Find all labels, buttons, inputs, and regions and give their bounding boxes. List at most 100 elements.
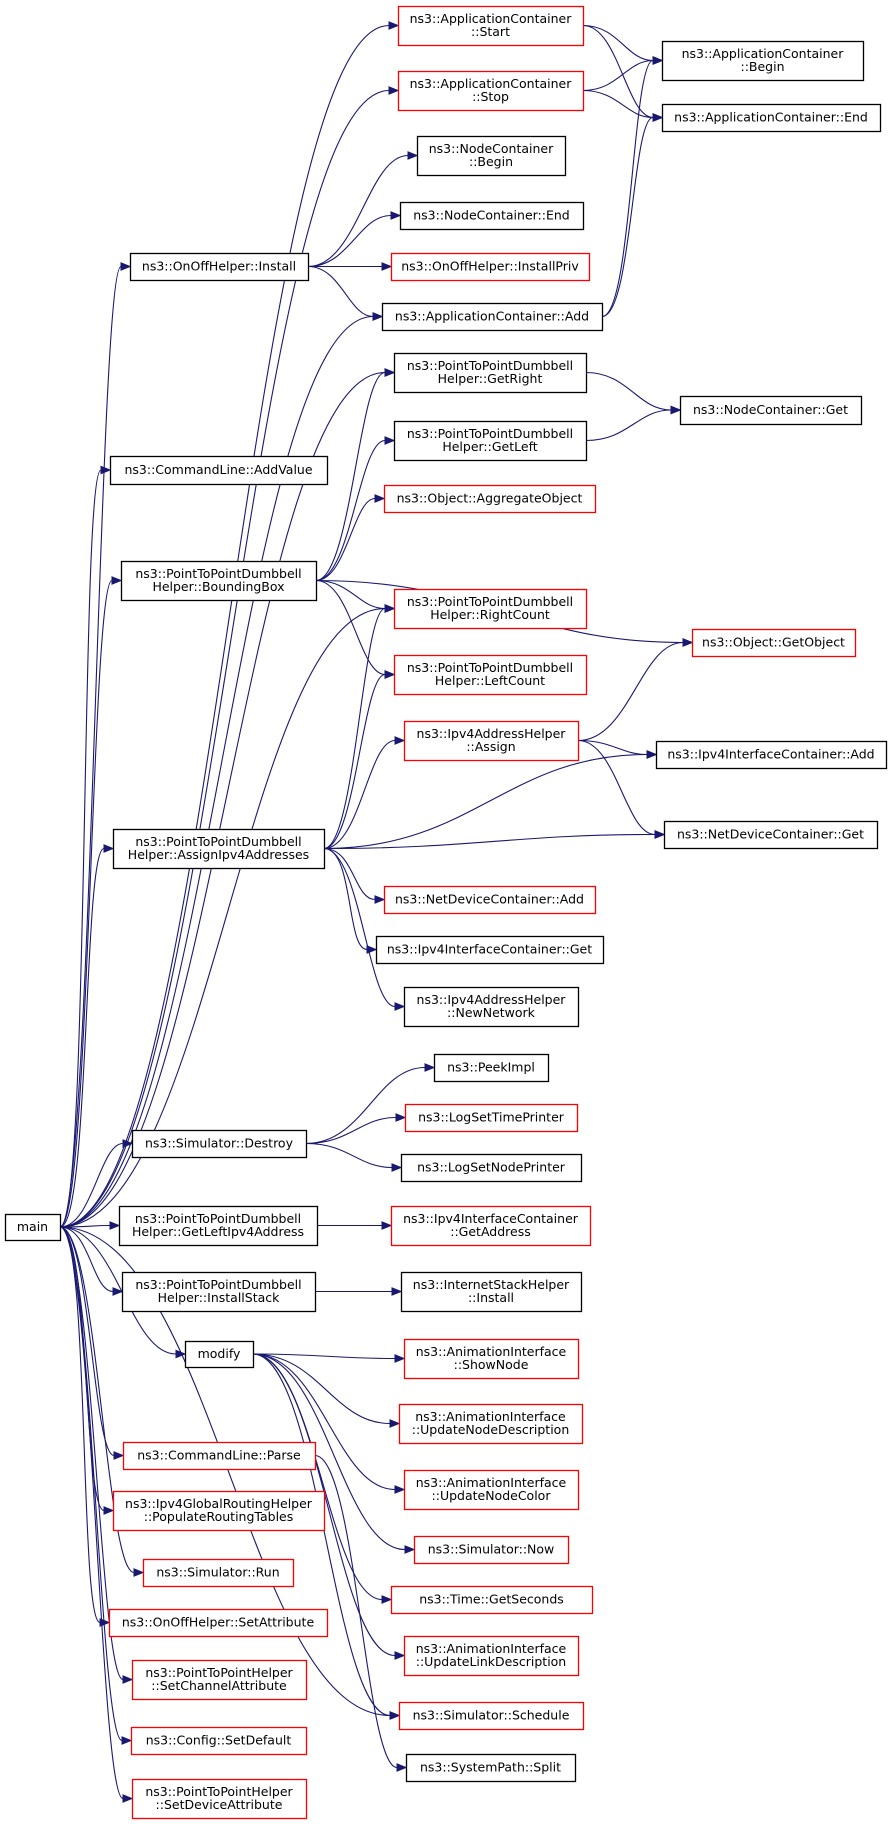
node-p2ph-setdevice[interactable]: ns3::PointToPointHelper::SetDeviceAttrib…	[131, 1778, 308, 1820]
node-box	[383, 484, 597, 514]
node-label: ns3::ApplicationContainer::End	[674, 110, 868, 125]
node-p2pd-installstack[interactable]: ns3::PointToPointDumbbellHelper::Install…	[121, 1271, 317, 1313]
node-label: ns3::InternetStackHelper	[413, 1277, 570, 1292]
arrowhead	[121, 1736, 133, 1745]
node-ai-shownode[interactable]: ns3::AnimationInterface::ShowNode	[403, 1338, 580, 1380]
node-ac-end[interactable]: ns3::ApplicationContainer::End	[661, 103, 882, 133]
node-box	[403, 986, 580, 1028]
node-label: Helper::LeftCount	[435, 673, 545, 688]
arrowhead	[133, 1568, 145, 1577]
node-label: Helper::InstallStack	[158, 1290, 281, 1305]
node-box	[413, 1535, 570, 1565]
call-edge	[59, 24, 390, 1228]
node-label: ns3::ApplicationContainer	[410, 11, 573, 26]
node-sim-destroy[interactable]: ns3::Simulator::Destroy	[131, 1129, 308, 1159]
node-ipv4ic-add[interactable]: ns3::Ipv4InterfaceContainer::Add	[655, 740, 888, 770]
node-label: Helper::GetRight	[438, 371, 543, 386]
node-ndc-get[interactable]: ns3::NetDeviceContainer::Get	[663, 820, 879, 850]
node-label: Helper::BoundingBox	[152, 579, 284, 594]
node-label: ns3::NetDeviceContainer::Get	[677, 827, 864, 842]
node-ac-begin[interactable]: ns3::ApplicationContainer::Begin	[661, 40, 865, 82]
node-box	[400, 1271, 583, 1313]
arrowhead	[374, 895, 386, 904]
arrowhead	[654, 830, 666, 839]
arrowhead	[103, 1506, 115, 1515]
node-onoff-setattr[interactable]: ns3::OnOffHelper::SetAttribute	[108, 1608, 329, 1638]
node-label: ::Begin	[740, 59, 784, 74]
node-p2pd-rightcount[interactable]: ns3::PointToPointDumbbellHelper::RightCo…	[393, 588, 588, 630]
node-p2pd-assignipv4[interactable]: ns3::PointToPointDumbbellHelper::AssignI…	[112, 828, 326, 870]
arrowhead	[372, 312, 384, 321]
node-box	[400, 1153, 583, 1183]
node-ipv4ic-getaddress[interactable]: ns3::Ipv4InterfaceContainer::GetAddress	[390, 1205, 592, 1247]
node-peekimpl[interactable]: ns3::PeekImpl	[433, 1053, 550, 1083]
node-logsetnode[interactable]: ns3::LogSetNodePrinter	[400, 1153, 583, 1183]
node-ipv4addr-newnet[interactable]: ns3::Ipv4AddressHelper::NewNetwork	[403, 986, 580, 1028]
call-edge	[307, 214, 392, 268]
node-sim-now[interactable]: ns3::Simulator::Now	[413, 1535, 570, 1565]
node-obj-aggregate[interactable]: ns3::Object::AggregateObject	[383, 484, 597, 514]
call-edge	[59, 1226, 115, 1457]
node-ac-add[interactable]: ns3::ApplicationContainer::Add	[381, 302, 604, 332]
node-label: ::Begin	[469, 154, 513, 169]
node-nc-get[interactable]: ns3::NodeContainer::Get	[679, 395, 863, 426]
call-edge	[577, 641, 684, 742]
call-edge	[577, 739, 648, 756]
node-sim-schedule[interactable]: ns3::Simulator::Schedule	[398, 1701, 585, 1731]
node-ipv4grh-populate[interactable]: ns3::Ipv4GlobalRoutingHelper::PopulateRo…	[112, 1490, 326, 1532]
node-box	[390, 1205, 592, 1247]
node-onoff-install[interactable]: ns3::OnOffHelper::Install	[129, 252, 310, 282]
call-edge	[59, 607, 386, 1228]
node-p2pd-leftcount[interactable]: ns3::PointToPointDumbbellHelper::LeftCou…	[393, 654, 588, 696]
arrowhead	[109, 1221, 121, 1230]
node-ndc-add[interactable]: ns3::NetDeviceContainer::Add	[383, 885, 597, 915]
call-edge	[307, 265, 374, 318]
node-modify[interactable]: modify	[184, 1340, 255, 1369]
node-ac-stop[interactable]: ns3::ApplicationContainer::Stop	[397, 70, 585, 112]
node-box	[655, 740, 888, 770]
node-cl-addvalue[interactable]: ns3::CommandLine::AddValue	[109, 455, 329, 486]
node-ai-updatenodecolor[interactable]: ns3::AnimationInterface::UpdateNodeColor	[403, 1469, 580, 1511]
node-logsettime[interactable]: ns3::LogSetTimePrinter	[404, 1103, 579, 1133]
node-ai-updatenodedesc[interactable]: ns3::AnimationInterface::UpdateNodeDescr…	[398, 1403, 584, 1445]
node-label: ns3::OnOffHelper::Install	[142, 259, 296, 274]
node-ai-updatelinkdesc[interactable]: ns3::AnimationInterface::UpdateLinkDescr…	[403, 1635, 580, 1677]
node-label: ::Start	[471, 24, 510, 39]
call-edge	[585, 371, 672, 411]
node-label: ns3::Object::AggregateObject	[397, 491, 583, 506]
arrowhead	[122, 1794, 134, 1803]
node-p2pd-bbox[interactable]: ns3::PointToPointDumbbellHelper::Boundin…	[120, 560, 318, 602]
node-config-setdefault[interactable]: ns3::Config::SetDefault	[130, 1726, 308, 1756]
call-edge	[601, 116, 654, 318]
node-nc-end[interactable]: ns3::NodeContainer::End	[399, 201, 585, 231]
node-ish-install[interactable]: ns3::InternetStackHelper::Install	[400, 1271, 583, 1313]
node-p2pd-getleftipv4[interactable]: ns3::PointToPointDumbbellHelper::GetLeft…	[118, 1205, 319, 1247]
node-ipv4addr-assign[interactable]: ns3::Ipv4AddressHelper::Assign	[403, 720, 580, 762]
node-p2ph-setchannel[interactable]: ns3::PointToPointHelper::SetChannelAttri…	[131, 1659, 308, 1701]
arrowhead	[396, 1763, 408, 1772]
node-label: ns3::CommandLine::Parse	[137, 1448, 301, 1463]
node-box	[398, 1701, 585, 1731]
call-edge	[59, 1226, 391, 1717]
node-obj-getobject[interactable]: ns3::Object::GetObject	[691, 628, 857, 658]
call-edge	[59, 847, 105, 1228]
arrowhead	[388, 86, 400, 95]
node-time-getseconds[interactable]: ns3::Time::GetSeconds	[390, 1585, 594, 1615]
node-systempath-split[interactable]: ns3::SystemPath::Split	[405, 1753, 577, 1783]
node-label: ns3::AnimationInterface	[415, 1409, 566, 1424]
node-main[interactable]: main	[4, 1213, 62, 1242]
node-ipv4ic-get[interactable]: ns3::Ipv4InterfaceContainer::Get	[375, 935, 605, 965]
node-nc-begin[interactable]: ns3::NodeContainer::Begin	[416, 135, 567, 177]
node-box	[405, 1753, 577, 1783]
arrowhead	[111, 576, 123, 585]
node-label: main	[17, 1219, 48, 1234]
call-edge	[323, 673, 386, 850]
node-sim-run[interactable]: ns3::Simulator::Run	[142, 1558, 295, 1588]
arrowhead	[389, 1711, 401, 1720]
node-cl-parse[interactable]: ns3::CommandLine::Parse	[122, 1441, 317, 1471]
node-ac-start[interactable]: ns3::ApplicationContainer::Start	[397, 5, 585, 47]
node-box	[184, 1340, 255, 1369]
node-p2pd-getright[interactable]: ns3::PointToPointDumbbellHelper::GetRigh…	[393, 352, 588, 394]
node-onoff-installpriv[interactable]: ns3::OnOffHelper::InstallPriv	[390, 252, 591, 282]
